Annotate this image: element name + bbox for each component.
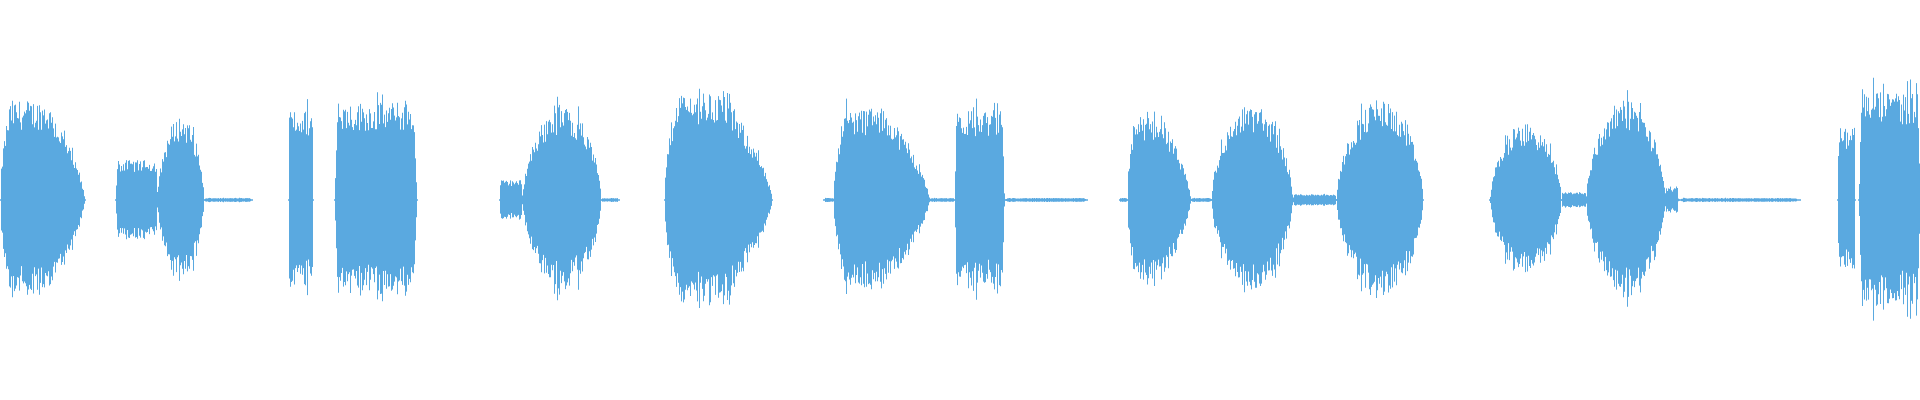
- waveform-segment: [1560, 192, 1587, 208]
- waveform-segment: [288, 99, 314, 296]
- waveform-segment: [1664, 186, 1680, 213]
- waveform-segment: [157, 118, 205, 281]
- waveform-segment: [334, 92, 418, 302]
- waveform-segment: [1678, 197, 1801, 203]
- waveform-segment: [1489, 124, 1562, 273]
- waveform-segment: [203, 197, 253, 203]
- waveform-segment: [1004, 198, 1088, 202]
- waveform-segment: [600, 198, 620, 202]
- waveform-segment: [0, 100, 86, 298]
- waveform-segment: [1336, 100, 1424, 298]
- waveform-segment: [929, 197, 956, 202]
- waveform-segment: [1837, 127, 1856, 269]
- waveform-segment: [499, 180, 524, 220]
- waveform-segment: [1211, 107, 1294, 293]
- waveform-layer: [0, 77, 1920, 321]
- waveform-segment: [1127, 111, 1192, 286]
- waveform-segment: [1585, 90, 1666, 307]
- waveform-segment: [833, 98, 931, 294]
- waveform-segment: [954, 98, 1006, 300]
- waveform-segment: [1858, 77, 1920, 321]
- waveform-segment: [1190, 197, 1213, 202]
- waveform-segment: [522, 96, 602, 301]
- waveform-segment: [1292, 193, 1338, 206]
- waveform-segment: [115, 160, 159, 240]
- waveform-segment: [664, 88, 773, 308]
